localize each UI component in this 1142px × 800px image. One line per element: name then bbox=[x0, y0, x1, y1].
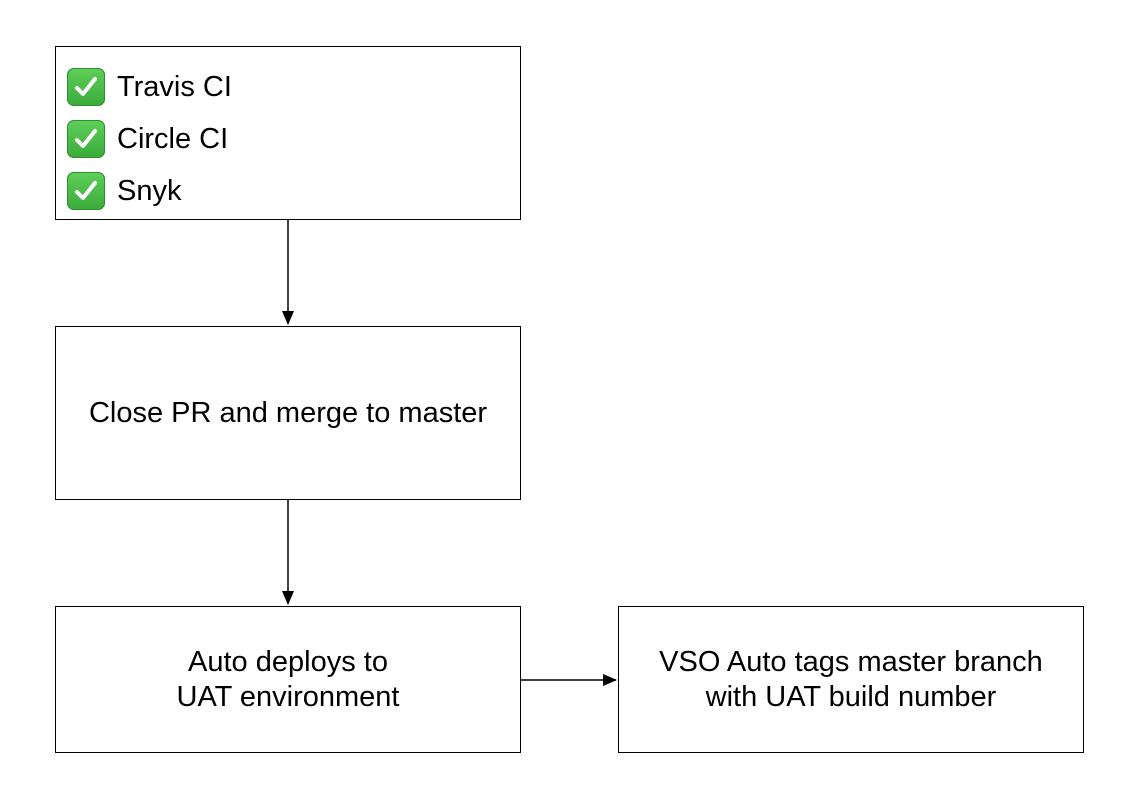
vso-tag-text-line1: VSO Auto tags master branch bbox=[659, 645, 1043, 678]
ci-checks-box: Travis CI Circle CI Snyk bbox=[55, 46, 521, 220]
check-mark-icon bbox=[67, 120, 105, 158]
check-mark-icon bbox=[67, 68, 105, 106]
check-label: Travis CI bbox=[117, 70, 232, 103]
vso-tag-text-line2: with UAT build number bbox=[705, 680, 997, 713]
uat-deploy-box: Auto deploys to UAT environment bbox=[55, 606, 521, 753]
merge-step-text: Close PR and merge to master bbox=[88, 396, 488, 429]
vso-tag-box: VSO Auto tags master branch with UAT bui… bbox=[618, 606, 1084, 753]
check-row-snyk: Snyk bbox=[67, 165, 520, 217]
uat-deploy-text-line2: UAT environment bbox=[176, 680, 400, 713]
uat-deploy-text-line1: Auto deploys to bbox=[188, 645, 388, 678]
check-row-travis: Travis CI bbox=[67, 61, 520, 113]
check-label: Circle CI bbox=[117, 122, 229, 155]
merge-step-box: Close PR and merge to master bbox=[55, 326, 521, 500]
check-row-circle: Circle CI bbox=[67, 113, 520, 165]
check-label: Snyk bbox=[117, 174, 182, 207]
check-mark-icon bbox=[67, 172, 105, 210]
